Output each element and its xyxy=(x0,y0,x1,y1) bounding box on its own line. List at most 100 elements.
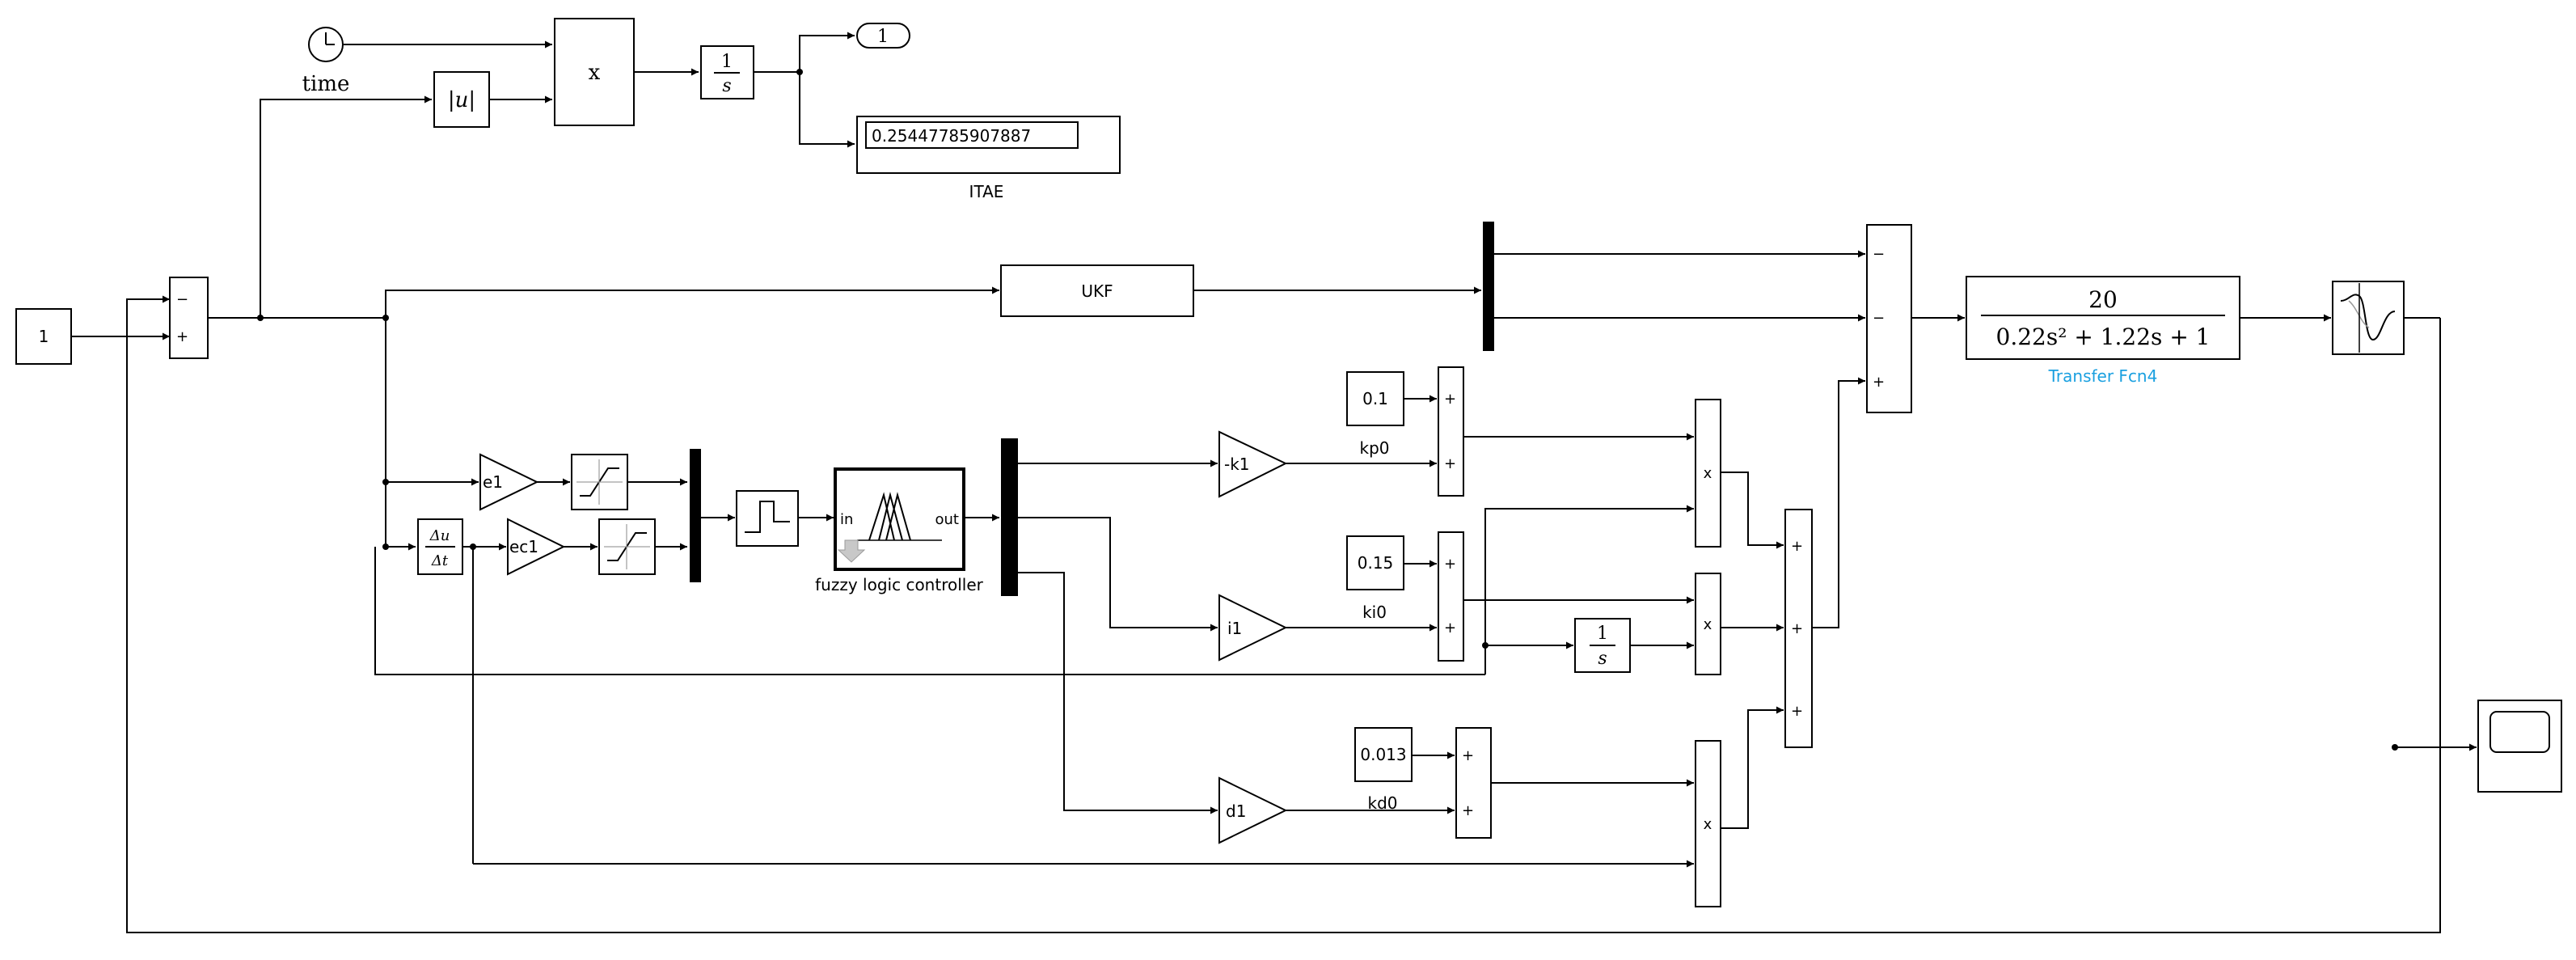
integrator-top-den: s xyxy=(722,76,731,96)
product-d-block[interactable]: x xyxy=(1695,740,1721,907)
fuzzy-demux-bar[interactable] xyxy=(1001,438,1018,596)
membership-functions-icon xyxy=(868,492,911,541)
quantizer-block[interactable] xyxy=(736,490,799,547)
gain-e1-label: e1 xyxy=(483,472,503,492)
const-input-value: 1 xyxy=(39,327,49,346)
junction-dot xyxy=(1482,642,1489,649)
wire-error-to-abs[interactable] xyxy=(260,95,432,318)
product-p-block[interactable]: x xyxy=(1695,399,1721,548)
product-d-label: x xyxy=(1704,816,1712,833)
transfer-fcn-block[interactable]: 20 0.22s² + 1.22s + 1 Transfer Fcn4 xyxy=(1966,276,2240,386)
gain-i1-label: i1 xyxy=(1227,619,1242,638)
outport-block[interactable]: 1 xyxy=(856,23,910,49)
sum-ki-sign-2: + xyxy=(1444,620,1456,636)
sum-plant-block[interactable]: − − + xyxy=(1866,224,1912,413)
sum-kp-sign-1: + xyxy=(1444,391,1456,408)
display-block[interactable]: 0.25447785907887 ITAE xyxy=(856,116,1121,201)
sum-in-sign-1: − xyxy=(176,291,188,308)
sum-pid-block[interactable]: + + + xyxy=(1784,509,1813,748)
integrator-top-num: 1 xyxy=(721,52,733,72)
junction-dot xyxy=(257,315,264,321)
junction-dot xyxy=(796,69,803,75)
sum-kd-sign-2: + xyxy=(1462,802,1474,819)
integrator-i-block[interactable]: 1 s xyxy=(1574,618,1631,673)
wire-prodd-sumpid[interactable] xyxy=(1721,706,1784,829)
ukf-block[interactable]: UKF xyxy=(1000,264,1194,317)
fuzzy-caption: fuzzy logic controller xyxy=(815,575,983,594)
junctions xyxy=(257,69,2398,751)
tf-numerator: 20 xyxy=(2088,286,2118,313)
sum-pid-sign-3: + xyxy=(1791,703,1803,720)
ukf-label: UKF xyxy=(1081,281,1113,301)
product-main-block[interactable]: x xyxy=(554,18,635,126)
clock-caption: time xyxy=(302,72,350,96)
gain-ec1-label: ec1 xyxy=(509,537,538,556)
saturation-1-block[interactable] xyxy=(571,454,628,510)
junction-dot xyxy=(382,479,389,485)
derivative-num: Δu xyxy=(429,527,450,544)
sum-kd-block[interactable]: + + xyxy=(1455,727,1492,839)
wire-to-i1[interactable] xyxy=(1018,517,1218,632)
fuzzy-in-label: in xyxy=(840,511,853,528)
clock-block[interactable]: time xyxy=(302,27,350,96)
scope-screen-icon xyxy=(2489,711,2550,753)
sum-plant-sign-1: − xyxy=(1873,246,1885,263)
product-p-label: x xyxy=(1704,465,1712,482)
junction-dot xyxy=(382,543,389,550)
wire-pid-to-plant[interactable] xyxy=(1812,377,1865,628)
display-caption: ITAE xyxy=(969,182,1004,201)
saturation-2-block[interactable] xyxy=(598,518,656,575)
gain-k1-block[interactable]: -k1 xyxy=(1218,430,1288,498)
const-kd0-value: 0.013 xyxy=(1360,745,1406,764)
signal-filter-block[interactable] xyxy=(2332,281,2405,355)
waveform-icon xyxy=(2340,294,2396,341)
fuzzy-out-label: out xyxy=(935,511,959,528)
sum-ki-sign-1: + xyxy=(1444,556,1456,573)
wire-to-outport[interactable] xyxy=(799,32,855,72)
wire-to-d1[interactable] xyxy=(1018,572,1218,814)
display-value: 0.25447785907887 xyxy=(872,126,1031,146)
wire-prodp-sumpid[interactable] xyxy=(1721,472,1784,549)
gain-ec1-block[interactable]: ec1 xyxy=(507,518,566,576)
const-kd0-block[interactable]: 0.013 kd0 xyxy=(1354,727,1413,813)
ukf-demux-bar[interactable] xyxy=(1483,222,1494,351)
sum-pid-sign-2: + xyxy=(1791,620,1803,637)
outport-label: 1 xyxy=(877,27,889,47)
integrator-i-num: 1 xyxy=(1597,624,1608,644)
sum-kp-sign-2: + xyxy=(1444,455,1456,472)
const-kp0-value: 0.1 xyxy=(1362,389,1388,408)
abs-label: |u| xyxy=(448,88,475,112)
sum-kd-sign-1: + xyxy=(1462,747,1474,764)
const-kp0-block[interactable]: 0.1 kp0 xyxy=(1346,371,1404,458)
const-ki0-caption: ki0 xyxy=(1362,603,1387,622)
sum-in-block[interactable]: − + xyxy=(169,277,209,359)
integrator-top-block[interactable]: 1 s xyxy=(700,45,754,99)
abs-block[interactable]: |u| xyxy=(433,71,490,128)
integrator-i-den: s xyxy=(1598,649,1607,669)
wire-feedback[interactable] xyxy=(126,295,2441,933)
gain-d1-block[interactable]: d1 xyxy=(1218,776,1288,844)
product-i-label: x xyxy=(1704,616,1712,633)
derivative-block[interactable]: Δu Δt xyxy=(417,518,463,575)
sum-kp-block[interactable]: + + xyxy=(1438,366,1464,497)
mux-bar[interactable] xyxy=(690,449,701,582)
fuzzy-controller-block[interactable]: in out fuzzy logic controller xyxy=(815,467,984,594)
product-i-block[interactable]: x xyxy=(1695,573,1721,675)
sum-ki-block[interactable]: + + xyxy=(1438,531,1464,662)
junction-dot xyxy=(382,315,389,321)
wire-ki-return[interactable] xyxy=(374,547,1485,675)
const-input-block[interactable]: 1 xyxy=(15,308,72,365)
product-main-label: x xyxy=(589,61,601,85)
scope-block[interactable] xyxy=(2477,700,2562,793)
gain-i1-block[interactable]: i1 xyxy=(1218,594,1288,662)
const-kp0-caption: kp0 xyxy=(1359,438,1389,458)
wire-error-to-ukf[interactable] xyxy=(385,286,999,318)
const-ki0-block[interactable]: 0.15 ki0 xyxy=(1346,535,1404,622)
sum-in-sign-2: + xyxy=(176,328,188,345)
tf-denominator: 0.22s² + 1.22s + 1 xyxy=(1996,324,2211,350)
tf-caption: Transfer Fcn4 xyxy=(2048,366,2158,386)
wire-err-to-prodp[interactable] xyxy=(1484,505,1694,675)
wire-to-display[interactable] xyxy=(799,72,855,148)
gain-e1-block[interactable]: e1 xyxy=(479,453,539,511)
